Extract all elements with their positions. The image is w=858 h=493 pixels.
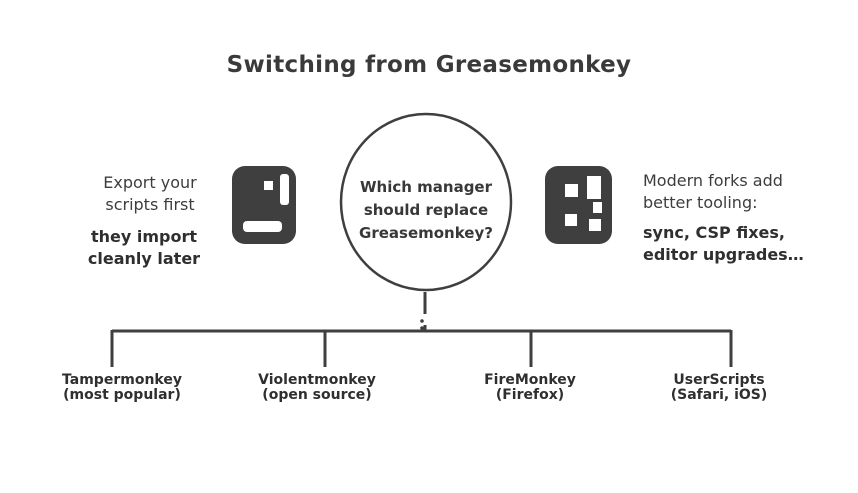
right-note-line: Modern forks add — [643, 171, 783, 190]
right-note-bold: sync, CSP fixes, editor upgrades… — [643, 222, 823, 266]
right-note: Modern forks add better tooling: — [643, 170, 813, 214]
left-note-bold-line: cleanly later — [87, 249, 201, 268]
diagram-title: Switching from Greasemonkey — [226, 52, 632, 78]
circle-line: should replace — [363, 201, 489, 219]
child-node-line: Tampermonkey — [62, 372, 182, 388]
child-node-line: (most popular) — [63, 387, 181, 403]
right-note-bold-line: editor upgrades… — [643, 245, 804, 264]
child-node-1: Tampermonkey (most popular) — [42, 373, 202, 403]
child-node-line: (open source) — [262, 387, 372, 403]
child-node-line: UserScripts — [673, 372, 765, 388]
central-circle — [339, 112, 513, 292]
left-note-bold: they import cleanly later — [64, 226, 224, 270]
circle-line: Which manager — [359, 178, 493, 196]
central-circle-label: Which manager should replace Greasemonke… — [346, 176, 506, 245]
left-note-line: Export your — [103, 173, 197, 192]
child-node-line: Violentmonkey — [258, 372, 376, 388]
child-node-line: FireMonkey — [484, 372, 576, 388]
clipboard-icon — [232, 166, 296, 244]
left-note-line: scripts first — [105, 195, 195, 214]
left-note: Export your scripts first — [80, 172, 220, 216]
child-node-4: UserScripts (Safari, iOS) — [639, 373, 799, 403]
child-node-line: (Safari, iOS) — [670, 387, 768, 403]
child-node-2: Violentmonkey (open source) — [237, 373, 397, 403]
circle-line: Greasemonkey? — [359, 224, 493, 242]
child-node-line: (Firefox) — [495, 387, 565, 403]
qr-code-icon — [545, 166, 612, 244]
left-note-bold-line: they import — [90, 227, 198, 246]
right-note-line: better tooling: — [643, 193, 758, 212]
child-node-3: FireMonkey (Firefox) — [455, 373, 605, 403]
right-note-bold-line: sync, CSP fixes, — [643, 223, 785, 242]
